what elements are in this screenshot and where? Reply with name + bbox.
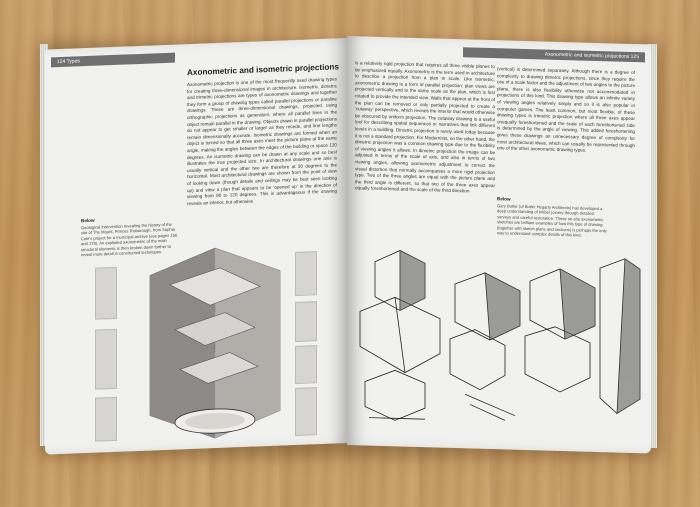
right-page: Axonometric and isometric projections 12…	[347, 36, 651, 454]
detail-thumbnail	[95, 328, 117, 390]
left-page: 124 Types Axonometric and isometric proj…	[45, 38, 347, 455]
detail-thumbnail	[95, 266, 117, 320]
right-caption-text: Gary Butler (of Butler Hegarty Architect…	[497, 203, 607, 238]
right-running-head: Axonometric and isometric projections 12…	[463, 47, 645, 63]
detail-thumbnail	[95, 396, 117, 442]
exploded-axonometric-illustration	[149, 247, 281, 439]
hand-drawn-axonometric-sketches	[359, 250, 641, 421]
right-caption-label: Below	[497, 196, 511, 202]
detail-thumbnail	[295, 301, 317, 342]
page-title: Axonometric and isometric projections	[187, 62, 339, 78]
right-body-text-column-2: (vertical) is determined separately. Alt…	[497, 66, 635, 153]
detail-thumbnail	[295, 345, 317, 384]
left-running-head: 124 Types	[51, 52, 175, 68]
detail-thumbnail	[295, 387, 317, 436]
left-caption-label: Below	[81, 217, 95, 224]
left-body-text: Axonometric projection is one of the mos…	[187, 76, 337, 206]
right-body-text-column-1: is a relatively rigid projection that re…	[355, 60, 495, 194]
detail-thumbnail	[295, 251, 317, 296]
